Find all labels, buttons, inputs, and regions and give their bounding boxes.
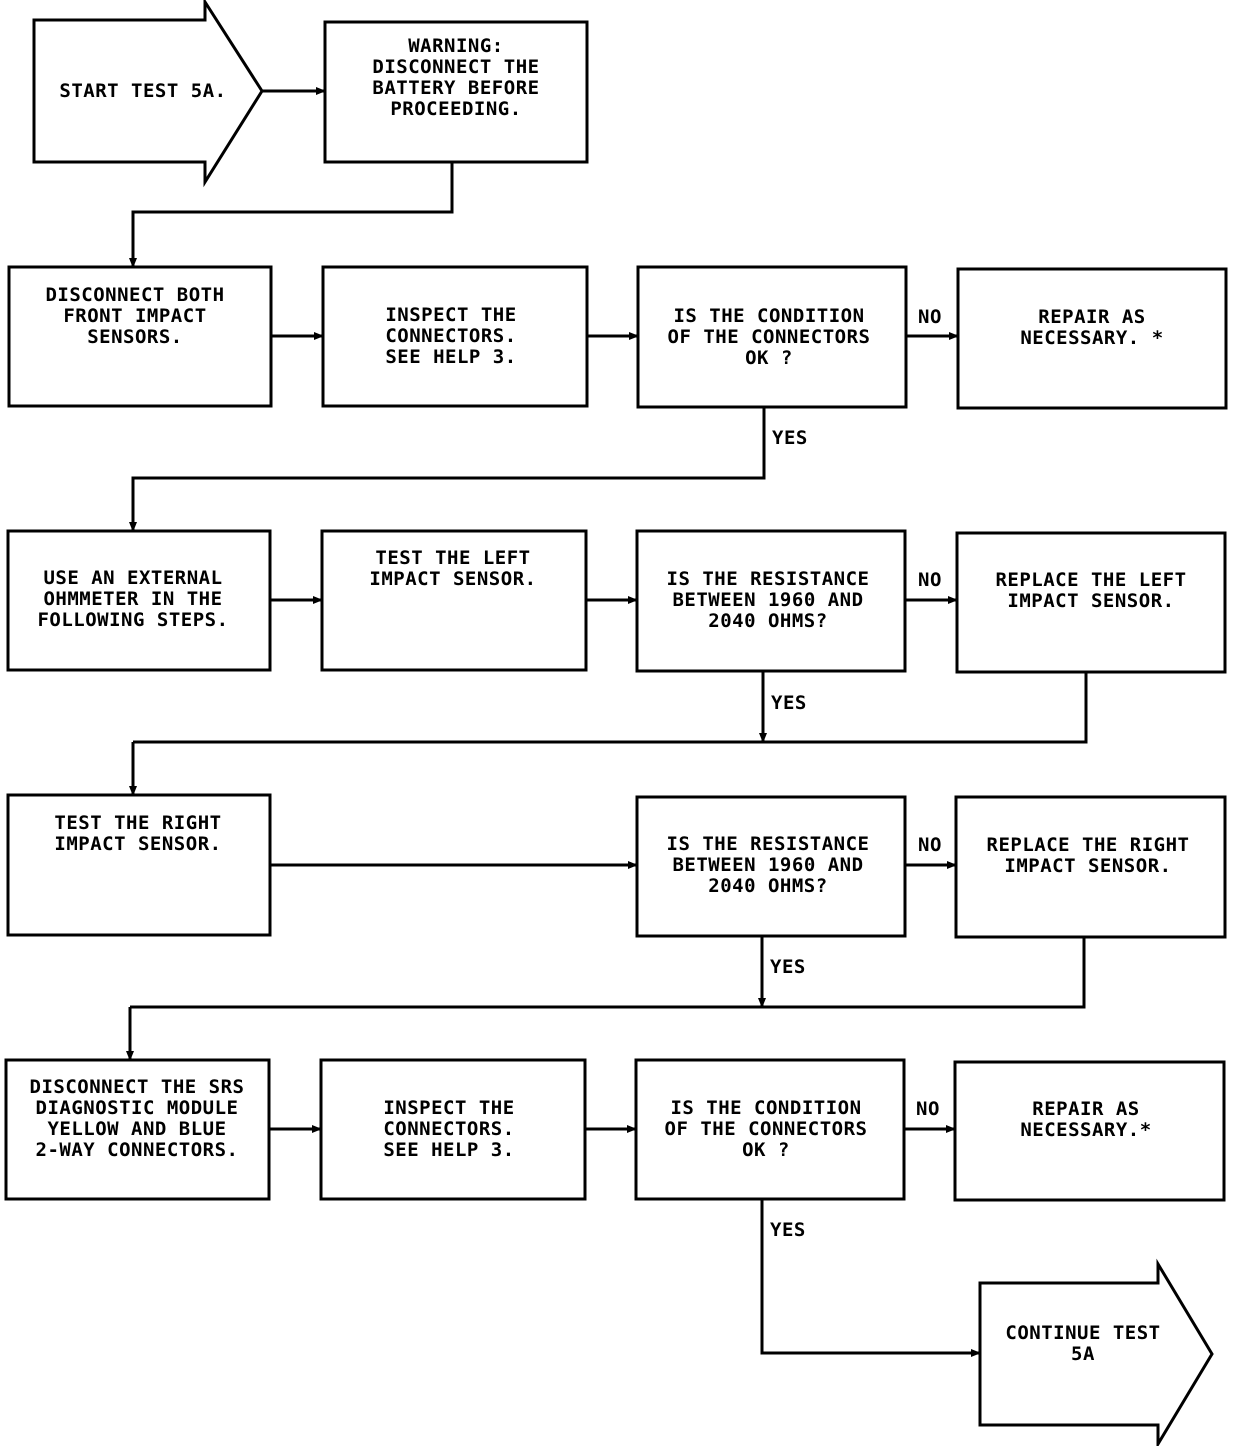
text-line: OF THE CONNECTORS xyxy=(668,326,871,348)
text-line: REPLACE THE LEFT xyxy=(995,569,1186,591)
text-line: SEE HELP 3. xyxy=(383,1139,514,1161)
text-line: INSPECT THE xyxy=(383,1097,514,1119)
text-line: IMPACT SENSOR. xyxy=(1007,590,1174,612)
text-line: INSPECT THE xyxy=(385,304,516,326)
text-line: WARNING: xyxy=(408,35,504,57)
node-test-left-box xyxy=(320,529,588,672)
node-inspect-2-box xyxy=(319,1058,587,1201)
label-no-3: NO xyxy=(918,834,942,856)
label-no-1: NO xyxy=(918,306,942,328)
text-line: DISCONNECT THE xyxy=(372,56,539,78)
start-arrow-shape xyxy=(32,0,264,188)
text-line: IMPACT SENSOR. xyxy=(54,833,221,855)
text-line: 2040 OHMS? xyxy=(708,610,827,632)
text-line: OF THE CONNECTORS xyxy=(665,1118,868,1140)
text-line: USE AN EXTERNAL xyxy=(43,567,222,589)
label-no-4: NO xyxy=(916,1098,940,1120)
text-line: NECESSARY. * xyxy=(1020,327,1163,349)
text-line: REPAIR AS xyxy=(1038,306,1145,328)
text-line: IMPACT SENSOR. xyxy=(369,568,536,590)
text-line: DISCONNECT THE SRS xyxy=(30,1076,245,1098)
label-yes-3: YES xyxy=(770,956,806,978)
node-inspect-1-box xyxy=(321,265,589,408)
label-yes-2: YES xyxy=(771,692,807,714)
text-line: FOLLOWING STEPS. xyxy=(37,609,228,631)
node-cond-2-box xyxy=(634,1058,906,1201)
node-warning-box xyxy=(323,20,589,164)
text-line: YELLOW AND BLUE xyxy=(47,1118,226,1140)
text-line: BETWEEN 1960 AND xyxy=(672,854,863,876)
text-line: SEE HELP 3. xyxy=(385,346,516,368)
text-line: 5A xyxy=(1071,1343,1095,1365)
edge-cond2-continue xyxy=(760,1199,981,1357)
text-line: OK ? xyxy=(742,1139,790,1161)
text-line: IS THE RESISTANCE xyxy=(667,833,870,855)
text-line: CONNECTORS. xyxy=(385,325,516,347)
text-line: 2-WAY CONNECTORS. xyxy=(36,1139,239,1161)
text-line: START TEST 5A. xyxy=(59,80,226,102)
node-res-left-box xyxy=(635,529,907,673)
text-line: BETWEEN 1960 AND xyxy=(672,589,863,611)
text-line: IS THE CONDITION xyxy=(673,305,864,327)
node-repair-2-box xyxy=(953,1060,1226,1202)
text-line: IS THE RESISTANCE xyxy=(667,568,870,590)
text-line: REPLACE THE RIGHT xyxy=(987,834,1190,856)
label-yes-4: YES xyxy=(770,1219,806,1241)
text-line: BATTERY BEFORE xyxy=(372,77,539,99)
node-replace-left-box xyxy=(955,531,1227,674)
text-line: TEST THE LEFT xyxy=(375,547,530,569)
edge-cond1-ohmmeter xyxy=(129,407,766,532)
edge-warning-disconnect xyxy=(129,162,454,268)
label-yes-1: YES xyxy=(772,427,808,449)
text-line: CONNECTORS. xyxy=(383,1118,514,1140)
node-use-ohmmeter-box xyxy=(6,529,272,672)
text-line: IMPACT SENSOR. xyxy=(1004,855,1171,877)
node-test-right-box xyxy=(6,793,272,937)
text-line: CONTINUE TEST xyxy=(1005,1322,1160,1344)
text-line: PROCEEDING. xyxy=(390,98,521,120)
continue-arrow-shape xyxy=(978,1258,1214,1446)
text-line: FRONT IMPACT xyxy=(63,305,206,327)
edge-replaceleft-merge xyxy=(133,672,1088,744)
text-line: DISCONNECT BOTH xyxy=(45,284,224,306)
text-line: OK ? xyxy=(745,347,793,369)
node-start: START TEST 5A. xyxy=(59,80,226,102)
text-line: REPAIR AS xyxy=(1032,1098,1139,1120)
text-line: NECESSARY.* xyxy=(1020,1119,1151,1141)
node-disconnect-sas-box xyxy=(4,1058,271,1201)
text-line: DIAGNOSTIC MODULE xyxy=(36,1097,239,1119)
text-line: 2040 OHMS? xyxy=(708,875,827,897)
edge-replaceright-merge xyxy=(130,937,1086,1009)
text-line: OHMMETER IN THE xyxy=(43,588,222,610)
text-line: IS THE CONDITION xyxy=(670,1097,861,1119)
node-cond-1-box xyxy=(636,265,908,409)
node-replace-right-box xyxy=(954,795,1227,939)
text-line: TEST THE RIGHT xyxy=(54,812,221,834)
node-res-right-box xyxy=(635,795,907,938)
label-no-2: NO xyxy=(918,569,942,591)
text-line: SENSORS. xyxy=(87,326,183,348)
